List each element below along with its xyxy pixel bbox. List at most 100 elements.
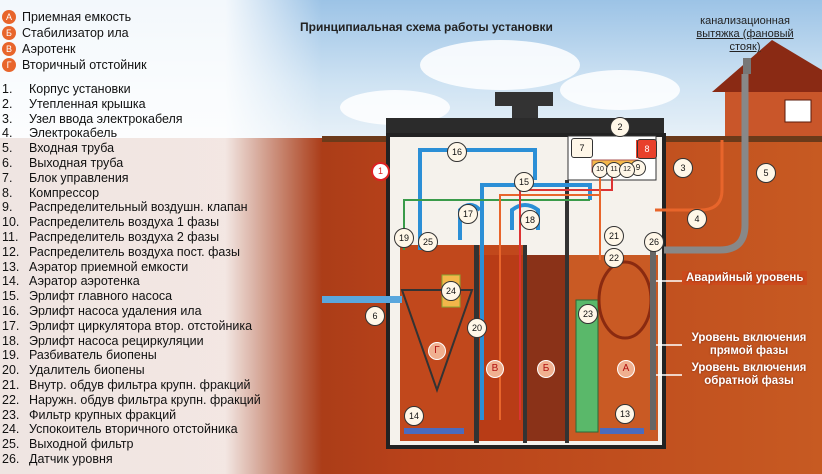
legend-part-row: 8. Компрессор — [2, 186, 99, 201]
vent-label-line1: канализационная — [700, 15, 790, 27]
inlet-pipe — [664, 74, 749, 254]
legend-section-label: Приемная емкость — [22, 10, 132, 24]
partition — [474, 245, 479, 443]
callout-15: 15 — [514, 172, 534, 192]
partition — [523, 245, 527, 443]
legend-part-label: Распределитель воздуха 1 фазы — [29, 215, 220, 230]
legend-part-label: Эрлифт главного насоса — [29, 289, 173, 304]
legend-part-key: 10. — [2, 215, 20, 230]
cloud — [560, 70, 680, 110]
legend-part-label: Аэратор аэротенка — [29, 274, 140, 289]
legend-part-label: Входная труба — [29, 141, 115, 156]
vent-label: канализационная вытяжка (фановый стояк) — [680, 15, 810, 54]
section-mark-b: Б — [537, 360, 555, 378]
legend-part-key: 8. — [2, 185, 13, 200]
house-illustration — [712, 40, 822, 136]
legend-part-key: 26. — [2, 452, 20, 466]
callout-16: 16 — [447, 142, 467, 162]
legend-part-label: Удалитель биопены — [29, 363, 145, 378]
legend-part-label: Распределитель воздуха 2 фазы — [29, 230, 220, 244]
legend-part-key: 24. — [2, 422, 20, 437]
legend-part-label: Электрокабель — [29, 126, 118, 141]
direct-level-label: Уровень включения прямой фазы — [684, 332, 814, 358]
legend-part-row: 2.Утепленная крышка — [2, 97, 146, 112]
legend-part-row: 3.Узел ввода электрокабеля — [2, 112, 183, 127]
level-sensor — [650, 240, 656, 430]
reverse-level-line2: обратной фазы — [704, 375, 794, 387]
legend-part-label: Блок управления — [29, 170, 129, 185]
legend-part-label: Выходной фильтр — [29, 437, 134, 452]
callout-3: 3 — [673, 158, 693, 178]
callout-19: 19 — [394, 228, 414, 248]
legend-part-label: Распределитель воздуха пост. фазы — [29, 244, 240, 259]
legend-part-key: 19. — [2, 348, 20, 363]
legend-part-key: 14. — [2, 274, 20, 289]
callout-5: 5 — [756, 163, 776, 183]
callout-18: 18 — [520, 210, 540, 230]
callout-13: 13 — [615, 404, 635, 424]
lid-neck — [512, 106, 538, 120]
callout-22: 22 — [604, 248, 624, 268]
diagram-title: Принципиальная схема работы установки — [300, 20, 553, 34]
legend-part-label: Корпус установки — [29, 82, 131, 96]
legend-part-row: 10. Распределитель воздуха 1 фазы — [2, 215, 219, 230]
reverse-level-line1: Уровень включения — [691, 362, 807, 374]
insulated-lid — [386, 118, 664, 136]
legend-part-row: 9. Распределительный воздушн. клапан — [2, 200, 248, 215]
legend-part-row: 6.Выходная труба — [2, 156, 123, 171]
legend-part-label: Компрессор — [29, 185, 100, 200]
legend-part-key: 22. — [2, 392, 20, 407]
callout-7: 7 — [571, 138, 593, 158]
legend-part-row: 12. Распределитель воздуха пост. фазы — [2, 245, 240, 260]
legend-part-label: Датчик уровня — [29, 452, 113, 466]
legend-part-row: 23.Фильтр крупных фракций — [2, 408, 176, 423]
legend-section-label: Стабилизатор ила — [22, 26, 129, 40]
legend-part-label: Утепленная крышка — [29, 96, 146, 111]
legend-part-key: 9. — [2, 200, 13, 215]
legend-part-key: 1. — [2, 82, 13, 96]
legend-part-key: 18. — [2, 333, 20, 348]
callout-1: 1 — [371, 162, 390, 181]
legend-part-row: 21.Внутр. обдув фильтра крупн. фракций — [2, 378, 250, 393]
legend-part-row: 5. Входная труба — [2, 141, 114, 156]
legend-part-row: 4.Электрокабель — [2, 126, 117, 141]
callout-17: 17 — [458, 204, 478, 224]
legend-part-label: Эрлифт насоса рециркуляции — [29, 333, 204, 348]
legend-part-label: Аэратор приемной емкости — [29, 259, 189, 274]
legend-part-row: 13.Аэратор приемной емкости — [2, 260, 188, 275]
legend-part-row: 1. Корпус установки — [2, 82, 131, 97]
legend-part-label: Распределительный воздушн. клапан — [29, 200, 248, 215]
coarse-filter — [575, 299, 599, 433]
callout-21: 21 — [604, 226, 624, 246]
callout-12: 12 — [619, 162, 635, 178]
callout-4: 4 — [687, 209, 707, 229]
legend-part-label: Фильтр крупных фракций — [29, 407, 177, 422]
legend-part-key: 6. — [2, 156, 13, 170]
callout-26: 26 — [644, 232, 664, 252]
outlet-pipe — [322, 296, 402, 303]
legend-part-row: 11.Распределитель воздуха 2 фазы — [2, 230, 219, 245]
recirculation-airlift-pipe — [510, 203, 540, 230]
legend-section-row: Г Вторичный отстойник — [2, 58, 147, 73]
legend-part-key: 12. — [2, 244, 20, 259]
callout-14: 14 — [404, 406, 424, 426]
legend-part-label: Успокоитель вторичного отстойника — [29, 422, 238, 437]
emergency-level-text: Аварийный уровень — [682, 271, 808, 285]
legend-part-key: 16. — [2, 304, 20, 318]
legend-part-row: 24. Успокоитель вторичного отстойника — [2, 422, 238, 437]
legend-section-key: Г — [2, 58, 16, 72]
lid-cap — [495, 92, 553, 106]
main-airlift-pipe — [480, 183, 592, 420]
legend-part-row: 19.Разбиватель биопены — [2, 348, 157, 363]
callout-6: 6 — [365, 306, 385, 326]
legend-part-key: 25. — [2, 437, 20, 452]
air-line-red — [519, 172, 613, 420]
vent-label-line2: вытяжка (фановый стояк) — [696, 28, 794, 53]
legend-section-label: Вторичный отстойник — [22, 58, 147, 72]
legend-part-row: 18. Эрлифт насоса рециркуляции — [2, 334, 204, 349]
legend-part-key: 5. — [2, 141, 13, 156]
